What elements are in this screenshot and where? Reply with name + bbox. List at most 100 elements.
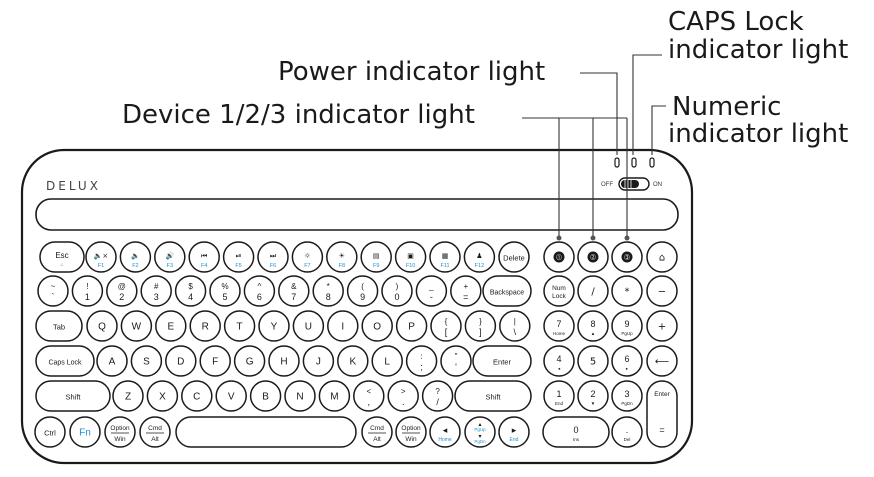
key-semicolon[interactable]: :; <box>405 345 438 377</box>
key-w[interactable]: W <box>120 310 153 342</box>
key-k5[interactable]: %5 <box>209 275 241 307</box>
key-space[interactable] <box>175 416 357 448</box>
key-quote[interactable]: "' <box>440 345 472 377</box>
numkey-dev1[interactable]: ⓵ <box>543 241 575 273</box>
numkey-ndot[interactable]: .Del <box>611 416 643 448</box>
key-i[interactable]: I <box>327 310 359 342</box>
numkey-nplus[interactable]: + <box>646 310 678 342</box>
key-h[interactable]: H <box>268 345 300 377</box>
numkey-n6[interactable]: 6▸ <box>611 345 643 377</box>
key-f5[interactable]: ⏯F5 <box>222 241 255 273</box>
numkey-neq[interactable]: = <box>659 425 664 435</box>
key-p[interactable]: P <box>395 310 428 342</box>
key-k7[interactable]: &7 <box>278 275 310 307</box>
numkey-nmul[interactable]: * <box>611 275 643 307</box>
key-r[interactable]: R <box>189 310 221 342</box>
key-comma[interactable]: <, <box>353 380 385 412</box>
key-b[interactable]: B <box>249 380 282 412</box>
key-q[interactable]: Q <box>86 310 118 342</box>
key-k[interactable]: K <box>337 345 369 377</box>
key-k2[interactable]: @2 <box>106 275 138 307</box>
key-f12[interactable]: ♟F12 <box>463 241 496 273</box>
key-f10[interactable]: ▣F10 <box>394 241 427 273</box>
key-k8[interactable]: *8 <box>312 275 344 307</box>
key-left[interactable]: ◂Home <box>429 416 461 448</box>
key-k1[interactable]: !1 <box>71 275 104 307</box>
key-slash[interactable]: ?/ <box>421 380 454 412</box>
key-backspace[interactable]: Backspace <box>482 275 532 307</box>
key-f3[interactable]: 🔊F3 <box>154 241 186 273</box>
numkey-n4[interactable]: 4◂ <box>543 345 575 377</box>
key-f9[interactable]: ▤F9 <box>360 241 392 273</box>
key-n[interactable]: N <box>284 380 316 412</box>
key-fn[interactable]: Fn <box>69 416 101 448</box>
numkey-dev3[interactable]: ⓷ <box>611 241 643 273</box>
key-g[interactable]: G <box>233 345 266 377</box>
key-tab[interactable]: Tab <box>35 310 83 342</box>
key-k3[interactable]: #3 <box>140 275 172 307</box>
numkey-ndiv[interactable]: / <box>577 275 609 307</box>
numkey-dev2[interactable]: ⓶ <box>577 241 609 273</box>
key-y[interactable]: Y <box>258 310 290 342</box>
key-f2[interactable]: 🔈F2 <box>119 241 152 273</box>
key-f8[interactable]: ☀F8 <box>326 241 358 273</box>
numkey-nenter[interactable]: Enter <box>646 380 678 448</box>
key-f1[interactable]: 🔈×F1 <box>85 241 117 273</box>
key-f7[interactable]: ☼F7 <box>291 241 324 273</box>
key-s[interactable]: S <box>130 345 163 377</box>
key-t[interactable]: T <box>223 310 256 342</box>
key-j[interactable]: J <box>302 345 335 377</box>
key-v[interactable]: V <box>215 380 247 412</box>
key-k0[interactable]: )0 <box>381 275 413 307</box>
key-enter[interactable]: Enter <box>472 345 532 377</box>
key-z[interactable]: Z <box>112 380 144 412</box>
key-l[interactable]: L <box>371 345 403 377</box>
key-f4[interactable]: ⏮F4 <box>188 241 220 273</box>
numkey-home[interactable]: ⌂ <box>646 241 678 273</box>
numkey-n5[interactable]: 5 <box>577 345 609 377</box>
key-capslock[interactable]: Caps Lock <box>35 345 95 377</box>
key-m[interactable]: M <box>318 380 351 412</box>
key-k6[interactable]: ^6 <box>243 275 276 307</box>
numkey-n2[interactable]: 2▼ <box>577 380 609 412</box>
key-d[interactable]: D <box>165 345 197 377</box>
key-backslash[interactable]: |\ <box>499 310 531 342</box>
key-equal[interactable]: += <box>450 275 482 307</box>
key-period[interactable]: >. <box>387 380 419 412</box>
key-tilde[interactable]: ~` <box>37 275 69 307</box>
key-rshift[interactable]: Shift <box>454 380 532 412</box>
key-right[interactable]: ▸End <box>498 416 530 448</box>
power-switch[interactable] <box>618 177 650 191</box>
numkey-nback[interactable]: ⟵ <box>646 345 678 377</box>
key-lbracket[interactable]: {[ <box>430 310 462 342</box>
key-e[interactable]: E <box>155 310 187 342</box>
key-updown[interactable]: ▴PgUp▾PgDn <box>464 416 496 448</box>
key-esc[interactable]: Esc⌂ <box>39 241 85 273</box>
key-a[interactable]: A <box>96 345 128 377</box>
key-delete[interactable]: Delete <box>498 241 530 273</box>
numkey-n8[interactable]: 8▲ <box>577 310 609 342</box>
key-k9[interactable]: (9 <box>346 275 379 307</box>
numkey-nminus[interactable]: − <box>646 275 678 307</box>
key-k4[interactable]: $4 <box>174 275 207 307</box>
key-f11[interactable]: ▦F11 <box>429 241 461 273</box>
key-x[interactable]: X <box>146 380 179 412</box>
key-minus[interactable]: _- <box>415 275 448 307</box>
key-ctrl[interactable]: Ctrl <box>34 416 66 448</box>
key-lshift[interactable]: Shift <box>35 380 111 412</box>
key-rbracket[interactable]: }] <box>464 310 497 342</box>
key-f[interactable]: F <box>199 345 231 377</box>
key-c[interactable]: C <box>181 380 213 412</box>
key-o[interactable]: O <box>361 310 393 342</box>
key-f6[interactable]: ⏭F6 <box>257 241 289 273</box>
